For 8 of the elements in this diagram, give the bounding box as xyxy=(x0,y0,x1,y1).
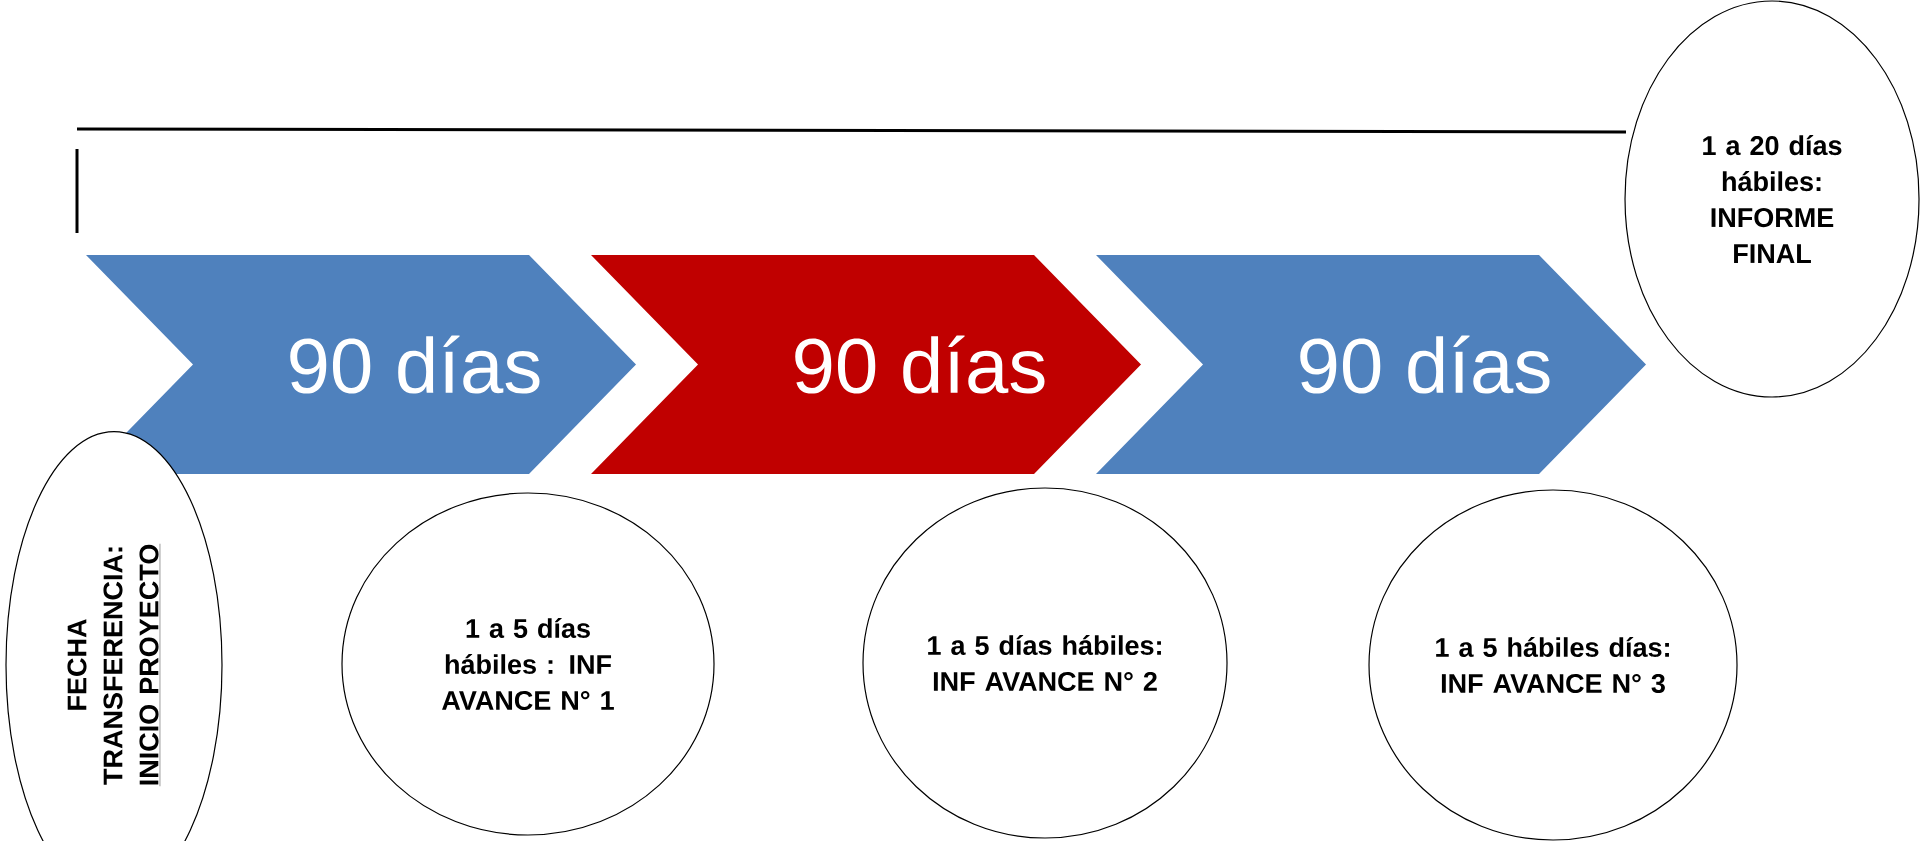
chevron-step: 90 días xyxy=(86,255,636,474)
ellipse-note: FECHA TRANSFERENCIA: INICIO PROYECTO xyxy=(5,431,223,841)
ellipse-note: 1 a 5 días hábiles: INF AVANCE N° 2 xyxy=(862,487,1228,839)
ellipse-note: 1 a 5 días hábiles : INF AVANCE N° 1 xyxy=(341,492,715,836)
ellipse-note: 1 a 20 días hábiles: INFORME FINAL xyxy=(1624,0,1920,398)
chevron-step: 90 días xyxy=(1096,255,1646,474)
ellipse-note: 1 a 5 hábiles días: INF AVANCE N° 3 xyxy=(1368,489,1738,841)
chevron-step: 90 días xyxy=(591,255,1141,474)
